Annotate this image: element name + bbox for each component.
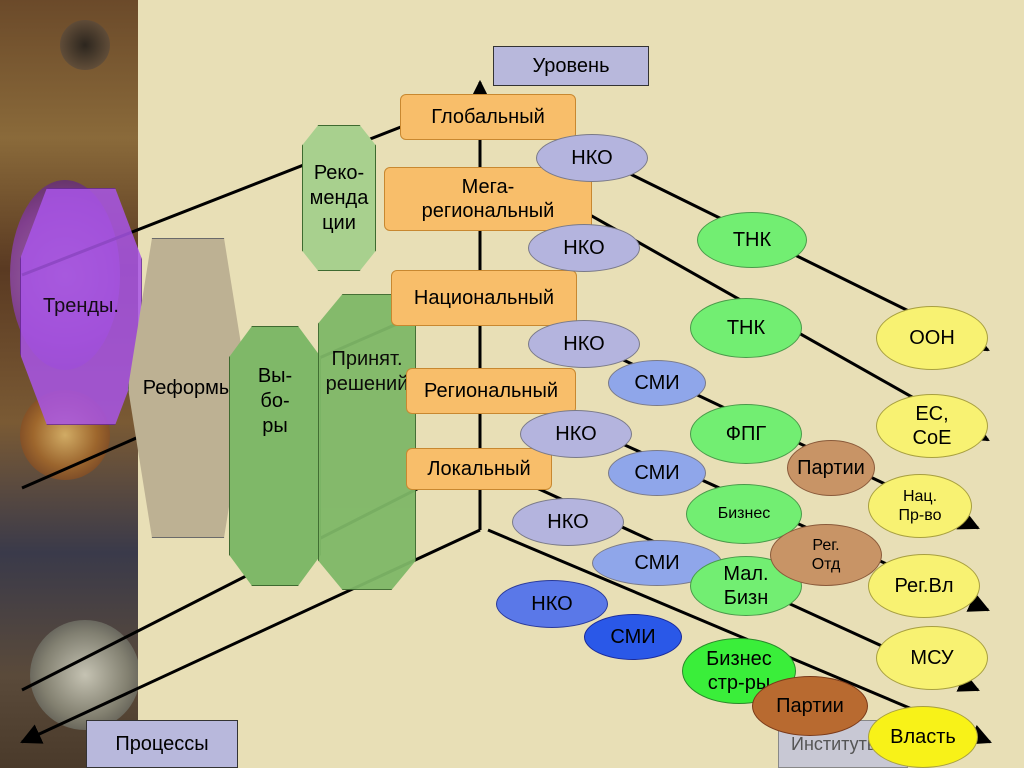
- parties-institute-level: Партии: [752, 676, 868, 736]
- decisions-label: Принят. решений: [325, 348, 409, 395]
- nko-megaregional: НКО: [528, 224, 640, 272]
- inst-reg-power: Рег.Вл: [868, 554, 980, 618]
- nko-national: НКО: [528, 320, 640, 368]
- inst-power: Власть: [868, 706, 978, 768]
- inst-msu: МСУ: [876, 626, 988, 690]
- inst-eu: ЕС, СоЕ: [876, 394, 988, 458]
- inst-nat-law: Нац. Пр-во: [868, 474, 972, 538]
- smi-institute-level: СМИ: [584, 614, 682, 660]
- level-national: Национальный: [391, 270, 577, 326]
- button-ornament: [60, 20, 110, 70]
- parties-regional: Партии: [787, 440, 875, 496]
- decisions-shape: Принят. решений: [318, 294, 416, 590]
- smi-national: СМИ: [608, 360, 706, 406]
- level-megaregional: Мега- региональный: [384, 167, 592, 231]
- tnk-megaregional: ТНК: [697, 212, 807, 268]
- level-regional: Региональный: [406, 368, 576, 414]
- nko-global: НКО: [536, 134, 648, 182]
- nko-regional: НКО: [520, 410, 632, 458]
- reforms-shape: Реформы: [128, 238, 248, 538]
- recommendations-label: Реко- менда ции: [309, 161, 369, 234]
- level-axis-label: Уровень: [493, 46, 649, 86]
- elections-label: Вы- бо- ры: [257, 364, 293, 437]
- nko-institute-level: НКО: [496, 580, 608, 628]
- smi-local: СМИ: [592, 540, 722, 586]
- level-local: Локальный: [406, 448, 552, 490]
- reforms-label: Реформы: [142, 376, 234, 399]
- smi-regional: СМИ: [608, 450, 706, 496]
- processes-axis-label: Процессы: [86, 720, 238, 768]
- trends-label: Тренды.: [43, 295, 119, 317]
- reg-dept: Рег. Отд: [770, 524, 882, 586]
- tnk-national: ТНК: [690, 298, 802, 358]
- fpg-regional: ФПГ: [690, 404, 802, 464]
- trends-shape: Тренды.: [20, 188, 142, 425]
- inst-oon: ООН: [876, 306, 988, 370]
- recommendations-shape: Реко- менда ции: [302, 125, 376, 271]
- nko-local: НКО: [512, 498, 624, 546]
- level-global: Глобальный: [400, 94, 576, 140]
- elections-shape: Вы- бо- ры: [229, 326, 321, 586]
